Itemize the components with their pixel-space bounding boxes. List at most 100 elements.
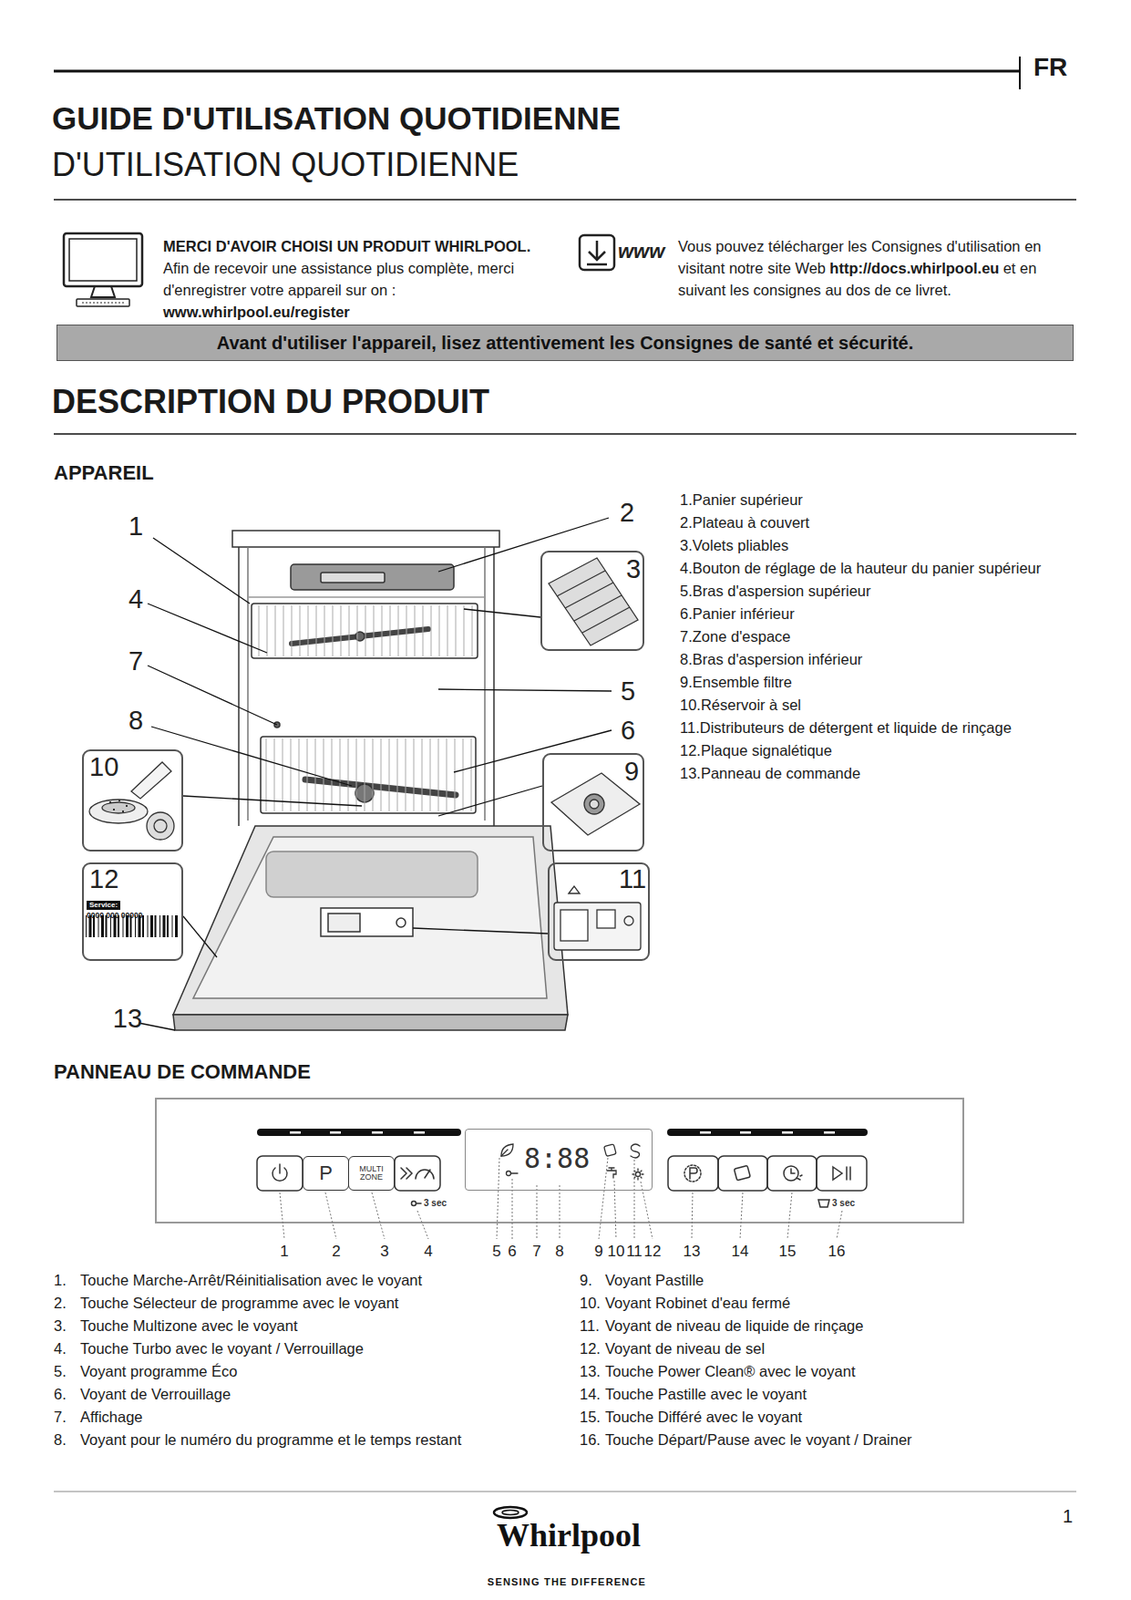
control-list-item: Voyant de niveau de liquide de rinçage — [605, 1316, 864, 1335]
callout-number: 14 — [731, 1242, 750, 1261]
dotted-leader — [598, 1157, 608, 1239]
basket-wires — [307, 738, 309, 812]
callout-number: 10 — [89, 753, 119, 781]
list-number: 11. — [579, 1316, 600, 1335]
dotted-leader — [559, 1184, 561, 1239]
basket-wires — [339, 738, 341, 812]
basket-wires — [413, 738, 415, 812]
basket-wires — [463, 605, 465, 657]
dispenser-detail — [560, 909, 588, 941]
callout-number: 12 — [89, 865, 119, 893]
barcode — [150, 915, 154, 937]
basket-wires — [283, 605, 285, 657]
dotted-leader — [787, 1192, 792, 1239]
list-number: 15. — [579, 1408, 601, 1426]
control-list-item: Touche Power Clean® avec le voyant — [605, 1362, 855, 1380]
dispenser-detail — [624, 915, 634, 926]
display-icon — [606, 1167, 617, 1178]
dotted-leader — [279, 1192, 285, 1239]
panel-icon — [416, 1202, 422, 1204]
basket-wires — [324, 605, 326, 657]
callout-number: 12 — [644, 1242, 662, 1261]
dishwasher-illustration — [290, 564, 454, 590]
control-list-item: Touche Pastille avec le voyant — [605, 1385, 807, 1403]
control-list-item: Touche Départ/Pause avec le voyant / Dra… — [605, 1430, 913, 1449]
dishwasher-illustration — [251, 603, 478, 659]
part-list-item: 3.Volets pliables — [679, 536, 789, 555]
basket-wires — [357, 605, 359, 657]
barcode — [172, 915, 174, 937]
section-heading: DESCRIPTION DU PRODUIT — [51, 382, 490, 421]
salt-reservoir-detail — [146, 812, 175, 840]
part-list-item: 9.Ensemble filtre — [679, 673, 792, 691]
dotted-leader — [536, 1184, 538, 1239]
language-tag: FR — [1033, 52, 1068, 83]
page-subtitle: D'UTILISATION QUOTIDIENNE — [51, 145, 519, 184]
basket-wires — [414, 605, 416, 657]
basket-wires — [430, 738, 432, 812]
intro-heading: MERCI D'AVOIR CHOISI UN PRODUIT WHIRLPOO… — [163, 235, 556, 258]
dotted-leader — [614, 1180, 617, 1239]
salt-reservoir-detail — [102, 801, 135, 813]
basket-wires — [332, 605, 334, 657]
basket-wires — [308, 605, 309, 657]
control-list-item: Touche Multizone avec le voyant — [80, 1316, 298, 1335]
basket-wires — [397, 738, 399, 812]
download-icon — [586, 263, 607, 267]
basket-wires — [275, 605, 277, 657]
barcode — [147, 915, 149, 937]
panel-button — [767, 1155, 817, 1191]
dotted-leader — [836, 1210, 843, 1239]
dishwasher-illustration — [237, 546, 240, 826]
callout-number: 7 — [128, 647, 144, 675]
leader-line — [438, 688, 612, 691]
leader-line — [151, 726, 352, 786]
basket-wires — [282, 738, 284, 812]
list-number: 12. — [579, 1339, 601, 1358]
page-rule — [53, 56, 1077, 1491]
leader-line — [438, 785, 543, 816]
panel-button — [257, 1155, 303, 1191]
part-list-item: 4.Bouton de réglage de la hauteur du pan… — [679, 559, 1041, 577]
basket-wires — [299, 605, 301, 657]
control-list-item: Voyant Robinet d'eau fermé — [605, 1294, 791, 1312]
display-panel: 8:88 — [464, 1128, 653, 1191]
indicator-bar-gap — [289, 1131, 301, 1134]
intro-block: Vous pouvez télécharger les Consignes d'… — [678, 235, 1084, 301]
hold-duration: 3 sec — [423, 1197, 447, 1209]
dishwasher-illustration — [483, 546, 486, 821]
dotted-leader — [371, 1192, 385, 1239]
control-list-item: Voyant Pastille — [605, 1271, 704, 1289]
dishwasher-illustration — [320, 907, 413, 936]
basket-wires — [356, 738, 358, 812]
control-list-item: Voyant pour le numéro du programme et le… — [80, 1430, 462, 1449]
list-number: 3. — [53, 1316, 67, 1335]
part-list-item: 6.Panier inférieur — [679, 605, 795, 623]
dishwasher-illustration — [328, 913, 360, 932]
monitor-icon — [69, 238, 137, 281]
basket-wires — [422, 605, 424, 657]
display-icon — [501, 1143, 514, 1156]
leader-line — [147, 665, 278, 725]
dishwasher-illustration — [173, 530, 568, 1030]
barcode — [174, 915, 178, 937]
multizone-button: MULTI ZONE — [348, 1155, 395, 1191]
callout-number: 3 — [380, 1242, 389, 1261]
callout-number: 5 — [492, 1242, 501, 1261]
download-icon — [579, 235, 615, 270]
basket-wires — [472, 605, 473, 657]
display-digits: 8:88 — [524, 1141, 590, 1175]
list-number: 1. — [53, 1271, 67, 1289]
basket-wires — [373, 605, 375, 657]
salt-reservoir-detail — [109, 800, 128, 812]
panel-icon — [689, 1167, 698, 1179]
leader-line — [153, 537, 250, 604]
dishwasher-illustration — [173, 1014, 568, 1030]
dispenser-detail — [568, 885, 580, 894]
callout-number: 4 — [128, 586, 144, 613]
callout-number: 9 — [594, 1242, 603, 1261]
monitor-icon — [63, 233, 143, 307]
barcode — [159, 915, 161, 937]
dishwasher-illustration — [396, 917, 406, 927]
callout-number: 1 — [128, 513, 144, 540]
